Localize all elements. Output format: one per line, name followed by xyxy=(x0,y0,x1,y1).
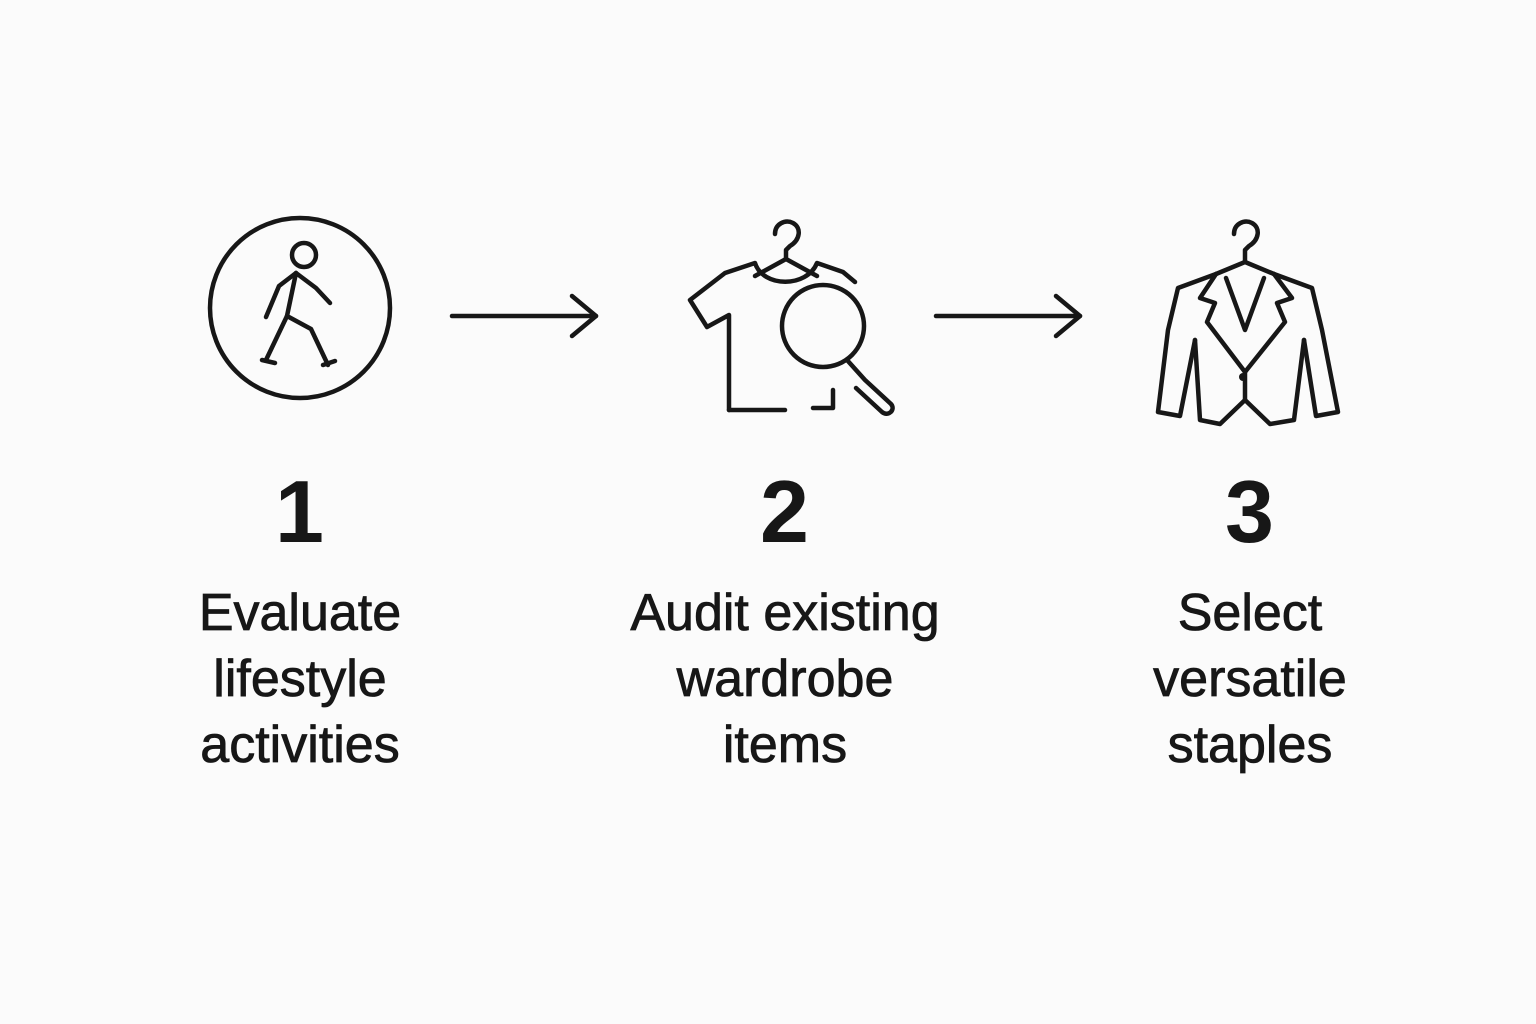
step-1: 1 Evaluate lifestyle activities xyxy=(90,0,510,1024)
step-label-line: items xyxy=(722,716,848,775)
step-number: 3 xyxy=(1225,462,1275,561)
step-label-line: staples xyxy=(1167,716,1333,775)
blazer-on-hanger-icon xyxy=(1155,219,1341,427)
step-label-line: Audit existing xyxy=(630,584,940,643)
step-2: 2 Audit existing wardrobe items xyxy=(575,0,995,1024)
step-label-line: wardrobe xyxy=(676,650,894,709)
step-label-line: activities xyxy=(200,716,400,775)
shirt-with-magnifier-icon xyxy=(687,219,895,416)
step-label-line: Select xyxy=(1177,584,1323,643)
step-label: Evaluate lifestyle activities xyxy=(90,580,510,778)
step-3: 3 Select versatile staples xyxy=(1040,0,1460,1024)
step-number: 2 xyxy=(760,462,810,561)
step-label: Select versatile staples xyxy=(1040,580,1460,778)
step-label-line: versatile xyxy=(1153,650,1347,709)
arrow-right-icon xyxy=(933,293,1083,339)
step-number: 1 xyxy=(275,462,325,561)
step-label-line: Evaluate xyxy=(198,584,402,643)
step-label: Audit existing wardrobe items xyxy=(575,580,995,778)
walking-person-in-circle-icon xyxy=(207,215,393,401)
step-label-line: lifestyle xyxy=(213,650,387,709)
arrow-right-icon xyxy=(449,293,599,339)
